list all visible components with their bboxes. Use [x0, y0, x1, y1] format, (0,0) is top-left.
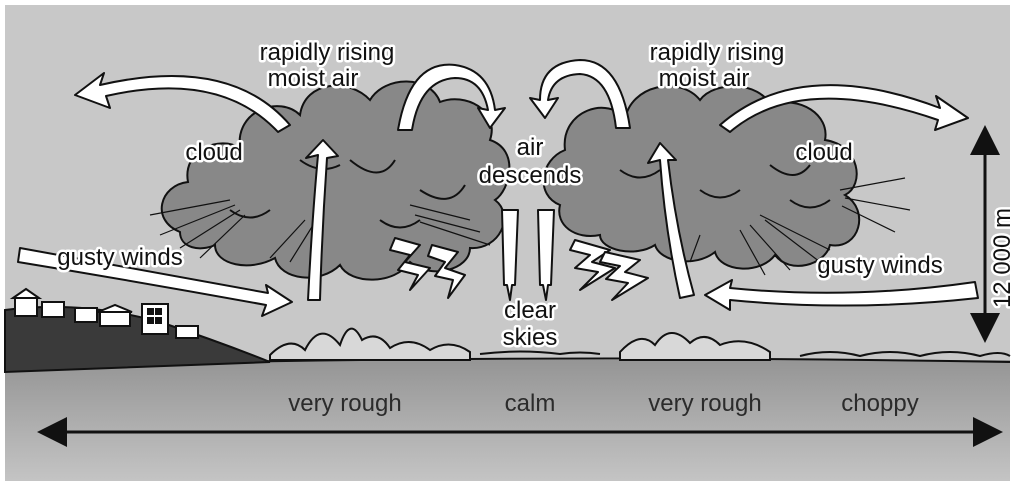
- sea-surface: [5, 360, 1010, 481]
- label-clear-skies-2: skies: [503, 324, 558, 351]
- sea-state-1: very rough: [288, 390, 401, 417]
- sea-state-4: choppy: [841, 390, 918, 417]
- label-cloud-left: cloud: [185, 139, 242, 166]
- label-cloud-right: cloud: [795, 139, 852, 166]
- label-rising-left: rapidly rising: [260, 39, 395, 66]
- label-height: 12 000 m: [989, 208, 1015, 308]
- label-clear-skies: clear: [504, 297, 556, 324]
- label-rising-right-2: moist air: [659, 65, 750, 92]
- label-gusty-left: gusty winds: [57, 244, 182, 271]
- label-air-descends-2: descends: [479, 162, 582, 189]
- sea-state-3: very rough: [648, 390, 761, 417]
- label-rising-left-2: moist air: [268, 65, 359, 92]
- label-rising-right: rapidly rising: [650, 39, 785, 66]
- label-air-descends: air: [517, 134, 544, 161]
- sea-state-2: calm: [505, 390, 556, 417]
- label-gusty-right: gusty winds: [817, 252, 942, 279]
